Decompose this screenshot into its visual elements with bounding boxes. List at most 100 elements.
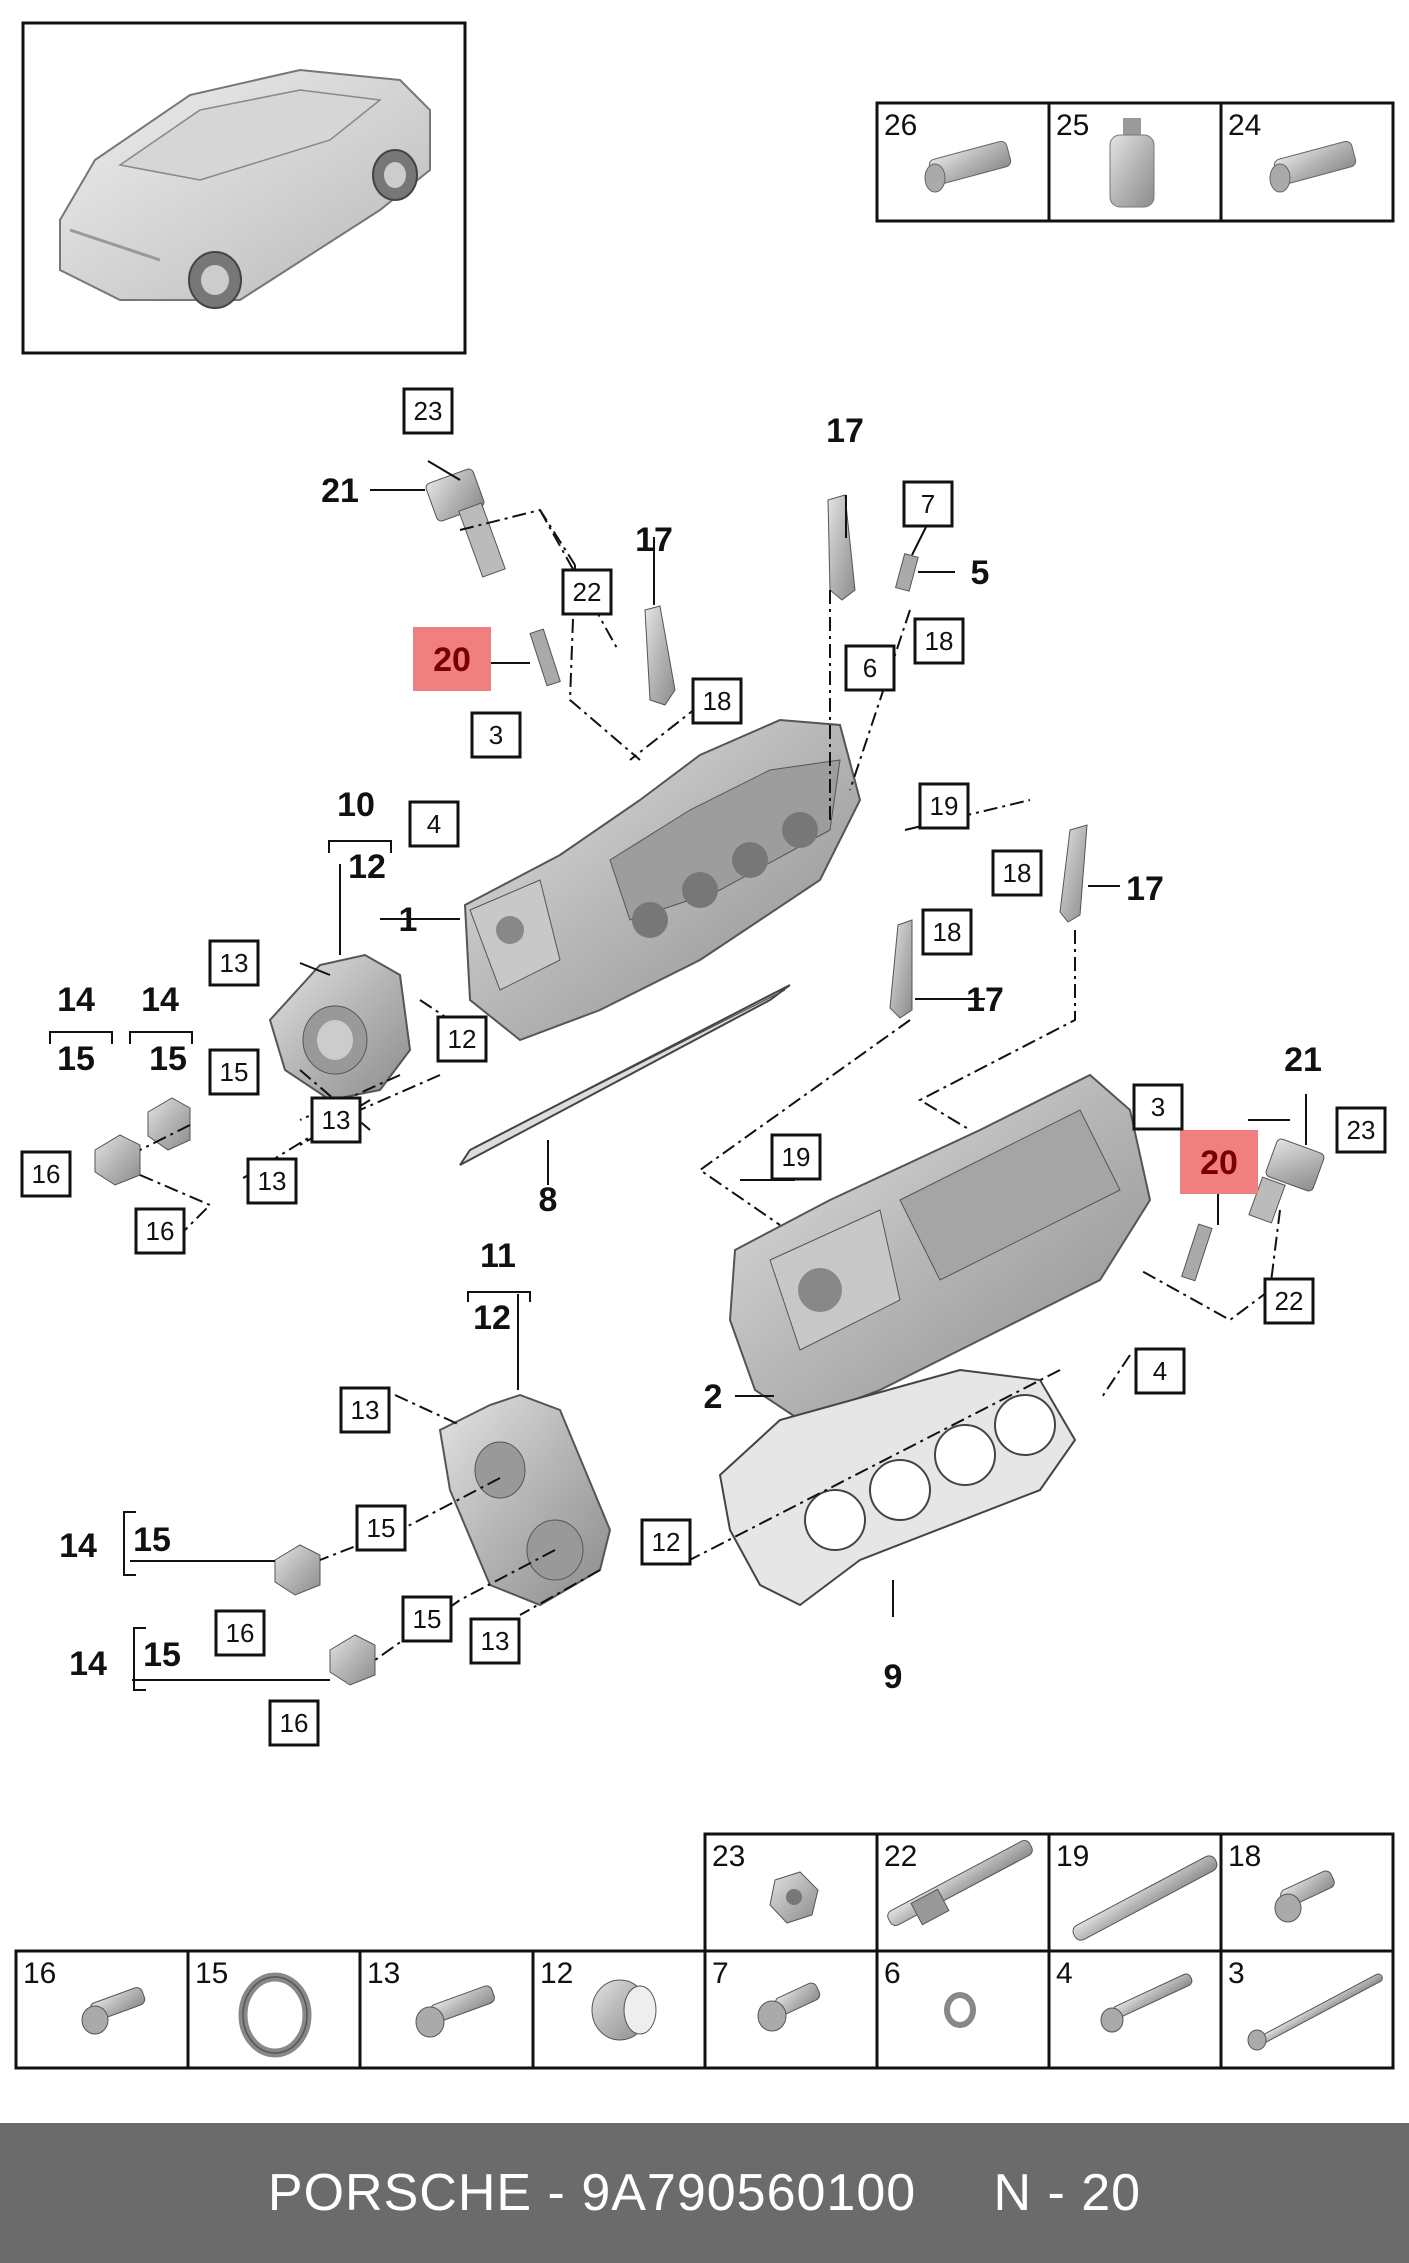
cover-10	[268, 953, 412, 1102]
footer-separator: -	[547, 2164, 566, 2222]
label-23-upper: 23	[414, 396, 443, 426]
solenoid-16-upper-a	[94, 1134, 141, 1186]
highlight-20-lower	[1180, 1130, 1258, 1194]
label-16-upper-a: 16	[32, 1159, 61, 1189]
label-13-upper-a: 13	[220, 948, 249, 978]
label-12-upper: 12	[448, 1024, 477, 1054]
legend-bottom-19: 19	[1056, 1840, 1089, 1873]
label-15-lower-d: 15	[143, 1636, 181, 1674]
legend-top-25: 25	[1056, 109, 1089, 142]
label-12-group-lower: 12	[473, 1299, 511, 1337]
label-23-lower: 23	[1347, 1115, 1376, 1145]
label-22-upper: 22	[573, 577, 602, 607]
label-8: 8	[539, 1181, 558, 1219]
label-15-upper-b: 15	[149, 1040, 187, 1078]
label-18-a: 18	[703, 686, 732, 716]
sealant-tube-26-icon	[924, 140, 1012, 193]
label-3-upper: 3	[489, 720, 503, 750]
label-9: 9	[884, 1658, 903, 1696]
label-6: 6	[863, 653, 877, 683]
label-4-lower: 4	[1153, 1356, 1167, 1386]
footer-part-number: 9A790560100	[581, 2164, 917, 2222]
group-brackets	[49, 840, 531, 1691]
bolt-4-icon	[1100, 1973, 1193, 2033]
label-13-lower-b: 13	[481, 1626, 510, 1656]
label-11: 11	[480, 1237, 516, 1275]
legend-bottom-16: 16	[23, 1957, 56, 1990]
sensor-5	[894, 553, 919, 592]
legend-bottom-15: 15	[195, 1957, 228, 1990]
label-17-b: 17	[826, 412, 864, 450]
cover-11	[438, 1393, 612, 1607]
cylinder-head-2	[728, 1073, 1152, 1422]
head-gasket-9	[718, 1368, 1077, 1607]
head-gasket-8	[459, 984, 791, 1166]
label-20-upper: 20	[433, 641, 471, 679]
bracket-17-d	[889, 919, 913, 1019]
label-20-lower: 20	[1200, 1144, 1238, 1182]
label-17-c: 17	[1126, 870, 1164, 908]
label-16-lower-a: 16	[226, 1618, 255, 1648]
bolt-3-icon	[1247, 1973, 1383, 2051]
label-10: 10	[337, 786, 375, 824]
solenoid-16-lower-a	[274, 1544, 321, 1596]
legend-top-26: 26	[884, 109, 917, 142]
solenoid-16-upper-b	[147, 1097, 191, 1151]
legend-bottom-7: 7	[712, 1957, 729, 1990]
label-12-group-upper: 12	[348, 848, 386, 886]
bolt-13-icon	[415, 1985, 495, 2038]
footer-brand: PORSCHE	[267, 2164, 533, 2222]
label-17-a: 17	[635, 521, 673, 559]
dowel-sleeve-12-icon	[591, 1979, 657, 2041]
label-14-lower-a: 14	[59, 1527, 97, 1565]
bracket-17-a	[644, 605, 676, 706]
label-13-upper-c: 13	[258, 1166, 287, 1196]
legend-bottom-4: 4	[1056, 1957, 1073, 1990]
legend-top-24: 24	[1228, 109, 1261, 142]
label-18-d: 18	[933, 917, 962, 947]
legend-bottom: 23 22 19 18 16 15 13 12 7 6 4 3	[14, 1832, 1395, 2070]
label-12-lower: 12	[652, 1527, 681, 1557]
label-21-upper: 21	[321, 472, 359, 510]
label-19-lower: 19	[782, 1142, 811, 1172]
solenoid-16-lower-b	[329, 1634, 376, 1686]
seal-ring-15-icon	[238, 1972, 312, 2058]
label-7: 7	[921, 489, 935, 519]
label-4-upper: 4	[427, 809, 441, 839]
legend-bottom-22: 22	[884, 1840, 917, 1873]
legend-bottom-12: 12	[540, 1957, 573, 1990]
bolt-16-icon	[81, 1987, 146, 2035]
label-1: 1	[399, 901, 418, 939]
parts-diagram: 26 25 24	[14, 21, 1395, 2070]
bracket-17-b	[827, 494, 856, 601]
label-17-d: 17	[966, 981, 1004, 1019]
sealant-tube-24-icon	[1269, 140, 1357, 193]
bracket-17-c	[1059, 824, 1088, 923]
bottle-25-icon	[1109, 118, 1155, 208]
ignition-coil-21-upper	[425, 468, 506, 578]
label-18-b: 18	[925, 626, 954, 656]
label-13-upper-b: 13	[322, 1105, 351, 1135]
label-5: 5	[971, 554, 990, 592]
footer-page: N - 20	[993, 2164, 1142, 2222]
label-19-upper: 19	[930, 791, 959, 821]
legend-bottom-18: 18	[1228, 1840, 1261, 1873]
spark-plug-20-upper	[529, 628, 561, 687]
label-15-upper-a: 15	[57, 1040, 95, 1078]
car-thumbnail	[21, 21, 467, 355]
cylinder-head-1	[463, 718, 862, 1042]
footer-bar: PORSCHE - 9A790560100 N - 20	[0, 2123, 1409, 2263]
stud-19-icon	[1072, 1855, 1218, 1941]
ignition-coil-21-lower	[1248, 1138, 1325, 1224]
bolt-18-icon	[1274, 1870, 1335, 1923]
label-2: 2	[704, 1378, 723, 1416]
label-14-lower-b: 14	[69, 1645, 107, 1683]
label-15-lower-b: 15	[133, 1521, 171, 1559]
label-15-lower-a: 15	[367, 1513, 396, 1543]
label-16-upper-b: 16	[146, 1216, 175, 1246]
label-21-lower: 21	[1284, 1041, 1322, 1079]
legend-bottom-13: 13	[367, 1957, 400, 1990]
legend-bottom-6: 6	[884, 1957, 901, 1990]
callout-boxes	[20, 387, 1387, 1747]
washer-6-icon	[944, 1992, 976, 2028]
